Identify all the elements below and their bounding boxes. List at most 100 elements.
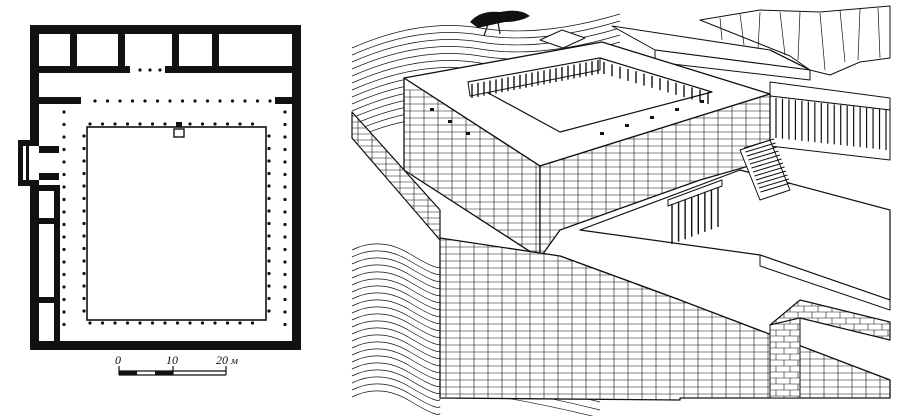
plan-column-dot: [150, 122, 155, 126]
plan-column-dot: [200, 321, 205, 325]
floor-plan: [18, 25, 301, 350]
terrain-line: [351, 320, 441, 345]
plan-column-dot: [283, 160, 287, 164]
plan-column-dot: [88, 122, 92, 126]
plan-column-dot: [163, 321, 167, 325]
small-enclosure: [769, 299, 891, 399]
plan-column-dot: [155, 99, 160, 103]
plan-column-dot: [283, 272, 287, 277]
plan-outer-wall-top: [30, 25, 300, 34]
plan-column-dot: [62, 210, 66, 214]
plan-entrance-pier: [39, 173, 59, 180]
plan-column-dot: [225, 321, 230, 325]
plan-column-dot: [93, 99, 97, 103]
plan-column-dot: [62, 310, 66, 314]
plan-column-dot: [62, 247, 66, 252]
window: [600, 132, 604, 135]
stair-step: [757, 174, 788, 185]
plan-column-dot: [118, 99, 122, 103]
plan-room-wall: [172, 25, 179, 70]
plan-column-dot: [230, 99, 235, 103]
plan-column-dot: [62, 260, 66, 264]
plan-column-dot: [82, 134, 86, 138]
plan-column-dot: [267, 171, 271, 176]
plan-column-dot: [62, 222, 66, 227]
stair-step: [746, 146, 778, 157]
stair-step: [743, 138, 775, 149]
window: [430, 108, 434, 111]
plan-column-dot: [150, 321, 155, 325]
stair-step: [758, 178, 790, 189]
terrain-line: [351, 292, 441, 317]
lower-terrace: [579, 138, 891, 311]
plan-column-dot: [82, 246, 86, 251]
terrain-line: [351, 34, 621, 70]
plan-column-dot: [267, 134, 271, 138]
window: [675, 108, 679, 111]
plan-column-dot: [113, 122, 117, 126]
perspective-drawing: [351, 5, 891, 416]
plan-column-dot: [125, 122, 130, 126]
plan-column-dot: [148, 68, 152, 72]
plan-column-dot: [188, 122, 192, 126]
plan-column-dot: [62, 272, 66, 277]
plan-room-wall: [70, 25, 77, 70]
plan-column-dot: [238, 122, 242, 126]
terrain-line: [351, 376, 441, 401]
terrain-line: [351, 257, 441, 282]
tree: [470, 10, 530, 37]
plan-outer-wall-bottom: [30, 341, 301, 350]
plan-stub-wall: [39, 97, 81, 104]
terrain-line: [351, 390, 441, 415]
terrain-line: [351, 313, 441, 338]
plan-column-dot: [82, 171, 86, 176]
plan-column-dot: [82, 309, 86, 313]
stair-step: [755, 170, 787, 181]
plan-column-dot: [193, 99, 197, 103]
plan-column-dot: [88, 321, 92, 325]
plan-column-dot: [283, 122, 287, 127]
stair-step: [760, 182, 791, 193]
terrain-line: [351, 327, 441, 352]
plan-column-dot: [267, 259, 271, 263]
window: [625, 124, 629, 127]
plan-column-dot: [267, 271, 271, 276]
terrain-line: [351, 271, 441, 296]
plan-column-dot: [62, 122, 66, 127]
terrain-line: [351, 306, 441, 331]
plan-column-dot: [138, 321, 142, 325]
plan-column-dot: [283, 147, 287, 152]
terrain-line: [351, 369, 441, 394]
plan-column-dot: [283, 247, 287, 252]
plan-left-room-wall: [30, 297, 60, 303]
plan-column-dot: [267, 184, 271, 188]
plan-column-dot: [255, 99, 260, 103]
plan-left-room-wall: [54, 185, 60, 350]
plan-column-dot: [218, 99, 222, 103]
window: [448, 120, 452, 123]
plan-column-dot: [175, 321, 180, 325]
terrain-line: [351, 264, 441, 289]
plan-column-dot: [283, 322, 287, 327]
plan-column-dot: [82, 221, 86, 226]
plan-column-dot: [283, 285, 287, 289]
plan-column-dot: [283, 260, 287, 264]
plan-column-dot: [62, 172, 66, 177]
plan-column-dot: [283, 297, 287, 302]
plan-entrance-pier: [39, 146, 59, 153]
plan-column-dot: [283, 222, 287, 227]
plan-left-room-wall: [30, 185, 60, 191]
plan-column-dot: [267, 209, 271, 213]
plan-column-dot: [100, 321, 105, 325]
plan-column-dot: [82, 259, 86, 263]
plan-column-dot: [283, 210, 287, 214]
plan-column-dot: [267, 284, 271, 288]
plan-room-wall: [118, 25, 125, 70]
plan-entrance-wall: [18, 180, 39, 186]
plan-column-dot: [213, 321, 217, 325]
plan-entrance-wall: [18, 140, 23, 186]
plan-column-dot: [82, 184, 86, 188]
plan-entrance-wall: [26, 146, 29, 180]
plan-left-room-wall: [30, 218, 60, 224]
